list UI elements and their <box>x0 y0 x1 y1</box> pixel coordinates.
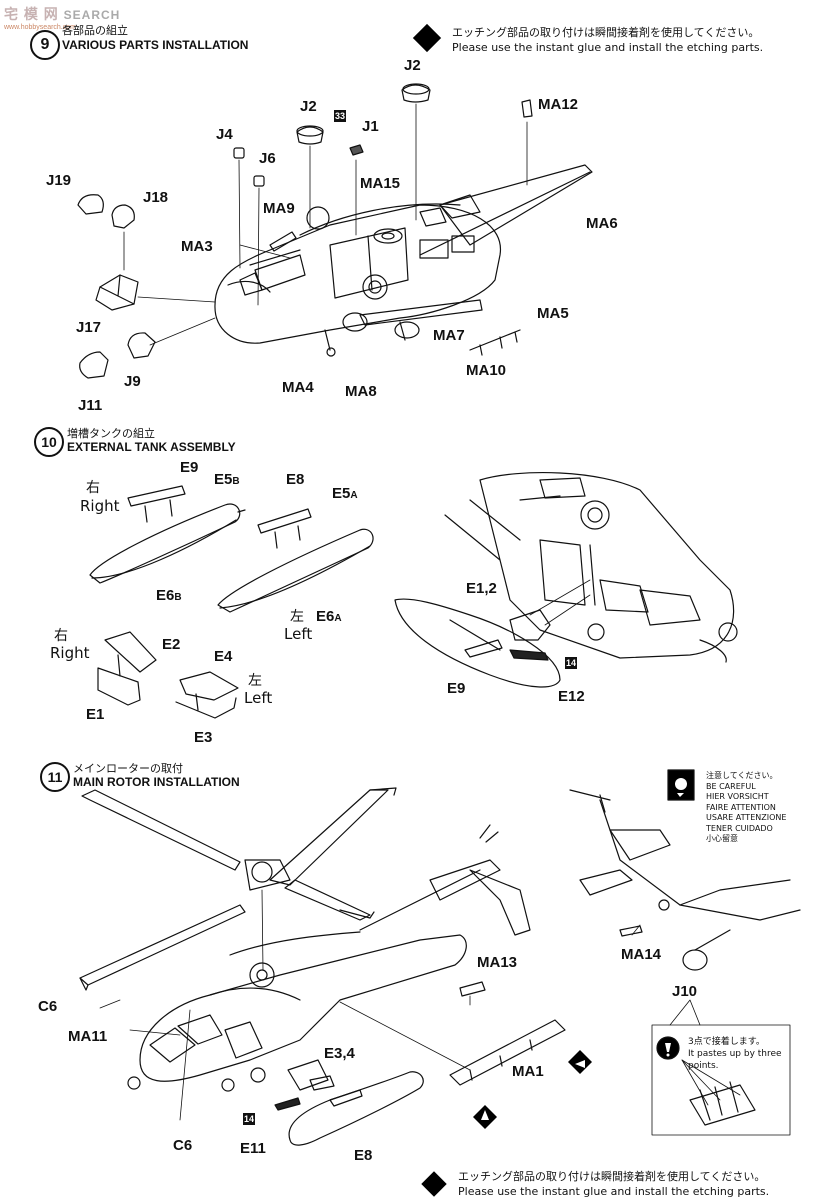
step9-notice: エッチング部品の取り付けは瞬間接着剤を使用してください。 Please use … <box>452 25 763 55</box>
part-label-ma4: MA4 <box>282 379 314 396</box>
part-label-j6: J6 <box>259 150 276 167</box>
step11-notice-ja: エッチング部品の取り付けは瞬間接着剤を使用してください。 <box>458 1170 766 1183</box>
caution-line-fr: FAIRE ATTENTION <box>706 802 776 812</box>
part-label-c6-top: C6 <box>38 998 58 1015</box>
left-label-ja: 左 <box>290 609 304 625</box>
part-label-e3: E3 <box>194 729 213 746</box>
part-label-ma7: MA7 <box>433 327 465 344</box>
part-label-j18: J18 <box>143 189 169 206</box>
part-label-e5a: E5A <box>332 485 358 502</box>
watermark-brand-text: 宅 模 网 <box>4 6 59 22</box>
part-label-e6a-base: E6 <box>316 608 335 625</box>
part-label-e5b-base: E5 <box>214 471 233 488</box>
part-label-j19: J19 <box>46 172 72 189</box>
caution-line-es: TENER CUIDADO <box>706 823 773 833</box>
part-label-e9: E9 <box>447 680 466 697</box>
part-label-e6b: E6B <box>156 587 182 604</box>
part-label-e3-4: E3,4 <box>324 1045 355 1062</box>
part-label-j2: J2 <box>300 98 317 115</box>
right2-label-ja: 右 <box>54 628 68 644</box>
step11-notice-en: Please use the instant glue and install … <box>458 1185 770 1198</box>
step9-notice-en: Please use the instant glue and install … <box>452 41 764 54</box>
step9-helicopter-drawing <box>77 83 593 379</box>
part-label-ma12: MA12 <box>538 96 579 113</box>
step10-badge-14: 14 <box>565 657 577 669</box>
part-label-j11: J11 <box>78 397 103 414</box>
part-label-c6: C6 <box>173 1137 193 1154</box>
step11-helicopter-drawing <box>79 769 801 1146</box>
right2-label-en: Right <box>50 644 90 662</box>
part-label-ma6: MA6 <box>586 215 618 232</box>
part-label-ma8: MA8 <box>345 383 377 400</box>
part-label-ma14: MA14 <box>621 946 662 963</box>
part-label-ma11: MA11 <box>68 1028 108 1045</box>
part-label-j9: J9 <box>124 373 141 390</box>
glue-note-ja: 3点で接着します。 <box>688 1037 765 1047</box>
part-label-ma15: MA15 <box>360 175 401 192</box>
part-label-ma5: MA5 <box>537 305 569 322</box>
step9-number: 9 <box>30 30 60 60</box>
part-label-ma10: MA10 <box>466 362 507 379</box>
glue-three-points-note: 3点で接着します。 It pastes up by three points. <box>688 1036 782 1072</box>
caution-line-de: HIER VORSICHT <box>706 792 769 801</box>
step10-title-ja: 増槽タンクの組立 <box>67 427 155 440</box>
left2-label-en: Left <box>244 689 273 707</box>
part-label-e11: E11 <box>240 1140 266 1157</box>
step9-notice-ja: エッチング部品の取り付けは瞬間接着剤を使用してください。 <box>452 26 760 39</box>
part-label-e5a-sub: A <box>350 490 358 501</box>
part-label-e6b-sub: B <box>174 592 182 603</box>
step11-title-ja: メインローターの取付 <box>73 762 183 775</box>
glue-note-en-2: points. <box>688 1061 719 1071</box>
part-label-e5b-sub: B <box>232 476 240 487</box>
step11-number: 11 <box>40 762 70 792</box>
right-label-en: Right <box>80 497 120 515</box>
caution-line-zh: 小心留意 <box>706 834 738 843</box>
step10-title-en: EXTERNAL TANK ASSEMBLY <box>67 440 236 454</box>
left2-label-ja: 左 <box>248 673 262 689</box>
part-label-e8-step11: E8 <box>354 1147 373 1164</box>
step9-badge-33: 33 <box>334 110 346 122</box>
part-label-e1-2: E1,2 <box>466 580 497 597</box>
step10-tank-drawing <box>89 471 738 719</box>
part-label-e5a-base: E5 <box>332 485 351 502</box>
part-label-ma9: MA9 <box>263 200 295 217</box>
step9-title-en: VARIOUS PARTS INSTALLATION <box>62 38 249 52</box>
left-label-en: Left <box>284 625 313 643</box>
part-label-e5b: E5B <box>214 471 240 488</box>
step11-title-en: MAIN ROTOR INSTALLATION <box>73 775 240 789</box>
step11-badge-14: 14 <box>243 1113 255 1125</box>
watermark-search-text: SEARCH <box>63 8 121 22</box>
glue-note-en-1: It pastes up by three <box>688 1049 782 1059</box>
caution-line-ja: 注意してください。 <box>706 771 778 780</box>
diamond-markers <box>473 1050 592 1129</box>
part-label-e6a: E6A <box>316 608 342 625</box>
part-label-j4: J4 <box>216 126 233 143</box>
watermark-brand: 宅 模 网 SEARCH <box>4 4 120 24</box>
caution-line-en: BE CAREFUL <box>706 781 756 791</box>
right-label-ja: 右 <box>86 480 100 496</box>
part-label-ma13: MA13 <box>477 954 518 971</box>
part-label-e6a-sub: A <box>334 613 342 624</box>
part-label-e12: E12 <box>558 688 585 705</box>
caution-line-it: USARE ATTENZIONE <box>706 813 787 822</box>
caution-notice: 注意してください。 BE CAREFUL HIER VORSICHT FAIRE… <box>706 771 786 845</box>
part-label-e2: E2 <box>162 636 181 653</box>
part-label-j10: J10 <box>672 983 698 1000</box>
part-label-ma3: MA3 <box>181 238 213 255</box>
part-label-e4: E4 <box>214 648 233 665</box>
step10-number: 10 <box>34 427 64 457</box>
step9-title-ja: 各部品の組立 <box>62 24 128 37</box>
part-label-e9-right: E9 <box>180 459 199 476</box>
part-label-j2-top: J2 <box>404 57 421 74</box>
part-label-e8: E8 <box>286 471 305 488</box>
part-label-j17: J17 <box>76 319 102 336</box>
watermark-domain: www.hobbysearch.com <box>4 24 76 31</box>
part-label-e1: E1 <box>86 706 105 723</box>
part-label-e6b-base: E6 <box>156 587 175 604</box>
part-label-ma1: MA1 <box>512 1063 544 1080</box>
step11-notice: エッチング部品の取り付けは瞬間接着剤を使用してください。 Please use … <box>458 1169 769 1199</box>
part-label-j1: J1 <box>362 118 379 135</box>
